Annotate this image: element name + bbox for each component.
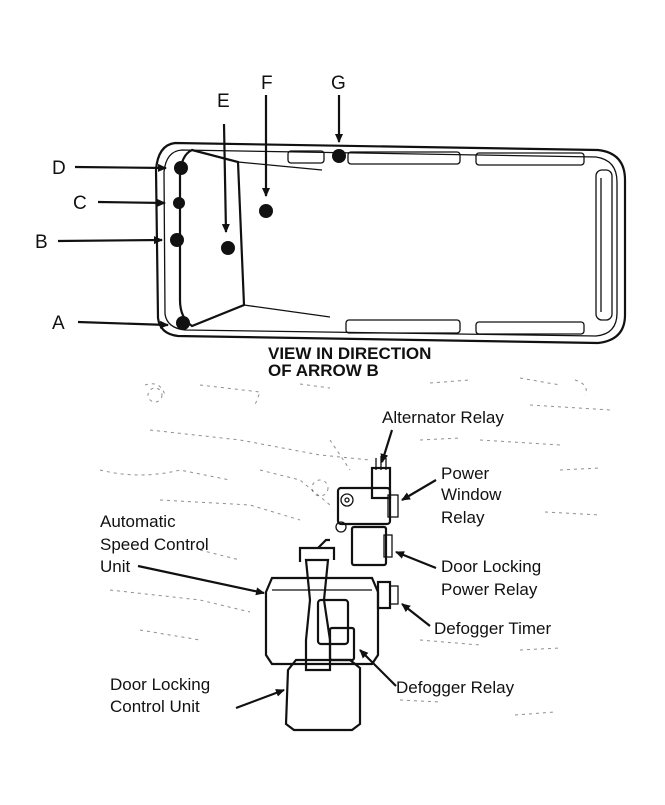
arrow-defogger-relay [359, 649, 397, 687]
dash-background-sketch [99, 377, 611, 716]
label-power-window-relay-1: Power [441, 464, 490, 483]
label-defogger-timer: Defogger Timer [434, 619, 551, 638]
view-caption-line2: OF ARROW B [268, 361, 379, 380]
label-door-locking-power-relay-1: Door Locking [441, 557, 541, 576]
label-door-locking-power-relay-2: Power Relay [441, 580, 538, 599]
windshield [178, 148, 246, 328]
dot-f [259, 204, 273, 218]
top-window-3 [475, 152, 585, 166]
label-defogger-relay: Defogger Relay [396, 678, 515, 697]
arrow-c [97, 198, 166, 207]
door-locking-control-unit-body [284, 658, 362, 732]
label-door-locking-control-unit-1: Door Locking [110, 675, 210, 694]
label-c: C [73, 193, 87, 214]
vehicle-body-outline [154, 141, 627, 345]
arrow-alternator-relay [380, 429, 394, 463]
relay-cluster [264, 456, 399, 732]
power-window-relay-connector [387, 494, 399, 518]
speed-control-unit-body [264, 576, 380, 666]
label-f: F [261, 73, 273, 94]
label-power-window-relay-2: Window [441, 485, 502, 504]
arrow-b [57, 236, 163, 245]
arrow-speed-control-unit [137, 564, 265, 596]
top-window-1 [287, 150, 325, 164]
view-caption-line1: VIEW IN DIRECTION [268, 344, 431, 363]
arrow-a [77, 320, 169, 329]
arrow-defogger-timer [401, 603, 431, 627]
locator-labels: A B C D E F G [35, 73, 346, 334]
arrow-door-locking-control-unit [235, 688, 285, 710]
defogger-timer-body [376, 580, 392, 610]
alternator-relay-body [370, 466, 392, 500]
component-labels: Alternator Relay Power Window Relay Auto… [100, 408, 551, 716]
hood-crease-lower [243, 304, 331, 318]
hood-crease [237, 161, 323, 171]
label-door-locking-control-unit-2: Control Unit [110, 697, 200, 716]
dot-b [170, 233, 184, 247]
label-b: B [35, 232, 48, 253]
label-a: A [52, 313, 65, 334]
bottom-window-2 [475, 321, 585, 335]
door-locking-power-relay-body [350, 525, 388, 567]
label-d: D [52, 158, 66, 179]
label-power-window-relay-3: Relay [441, 508, 485, 527]
arrow-door-locking-power-relay [395, 550, 437, 570]
label-alternator-relay: Alternator Relay [382, 408, 504, 427]
locator-dots [170, 149, 346, 330]
arrow-e [221, 123, 230, 233]
defogger-relay-body [316, 598, 350, 646]
dot-e [221, 241, 235, 255]
rear-window [595, 169, 613, 321]
mounting-strap [304, 558, 332, 672]
label-speed-control-unit-1: Automatic [100, 512, 176, 531]
vehicle-top-view [154, 141, 627, 345]
power-window-relay-body [336, 486, 392, 526]
label-speed-control-unit-2: Speed Control [100, 535, 209, 554]
component-leader-arrows [137, 429, 437, 710]
label-speed-control-unit-3: Unit [100, 557, 131, 576]
dot-g [332, 149, 346, 163]
label-e: E [217, 91, 230, 112]
bottom-window-1 [345, 319, 461, 334]
mounting-bracket [298, 538, 336, 562]
dot-d [174, 161, 188, 175]
arrow-d [74, 163, 167, 172]
arrow-power-window-relay [401, 479, 437, 501]
dot-c [173, 197, 185, 209]
locator-arrows [57, 95, 343, 329]
label-g: G [331, 73, 346, 94]
top-window-2 [347, 151, 461, 165]
dot-a [176, 316, 190, 330]
